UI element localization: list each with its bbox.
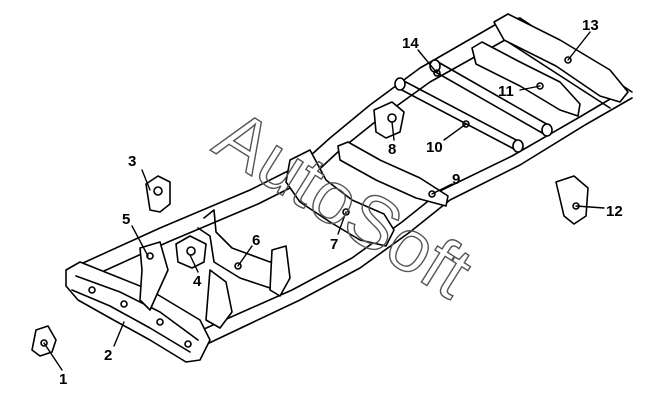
callout-13: 13 (582, 17, 599, 34)
callout-5: 5 (122, 211, 130, 228)
leader-lines (43, 31, 605, 371)
callout-4: 4 (193, 273, 202, 290)
callout-numbers: 1 2 3 4 5 6 7 8 9 10 11 12 13 14 (59, 17, 623, 388)
front-mount-bracket-part (31, 325, 57, 357)
callout-8: 8 (388, 141, 396, 158)
callout-9: 9 (452, 171, 460, 188)
callout-3: 3 (128, 153, 136, 170)
callout-2: 2 (104, 347, 112, 364)
rear-end-crossmember-part (493, 13, 629, 103)
callout-14: 14 (402, 35, 419, 52)
callout-11: 11 (498, 83, 514, 100)
engine-mount-part (145, 175, 171, 213)
middle-crossmember-part (337, 141, 449, 207)
body-mount-part (555, 175, 589, 225)
callout-12: 12 (606, 203, 623, 220)
front-crossmember-part (65, 261, 211, 363)
suspension-crossmember-part (197, 209, 291, 329)
side-bracket-part (139, 241, 169, 311)
transmission-mount-part (373, 101, 405, 139)
callout-7: 7 (330, 236, 338, 253)
callout-1: 1 (59, 371, 67, 388)
center-crossmember-part (285, 149, 395, 247)
engine-mount-lower-part (175, 235, 207, 269)
callout-6: 6 (252, 232, 260, 249)
tubular-crossmember-part (394, 59, 553, 153)
callout-10: 10 (426, 139, 443, 156)
